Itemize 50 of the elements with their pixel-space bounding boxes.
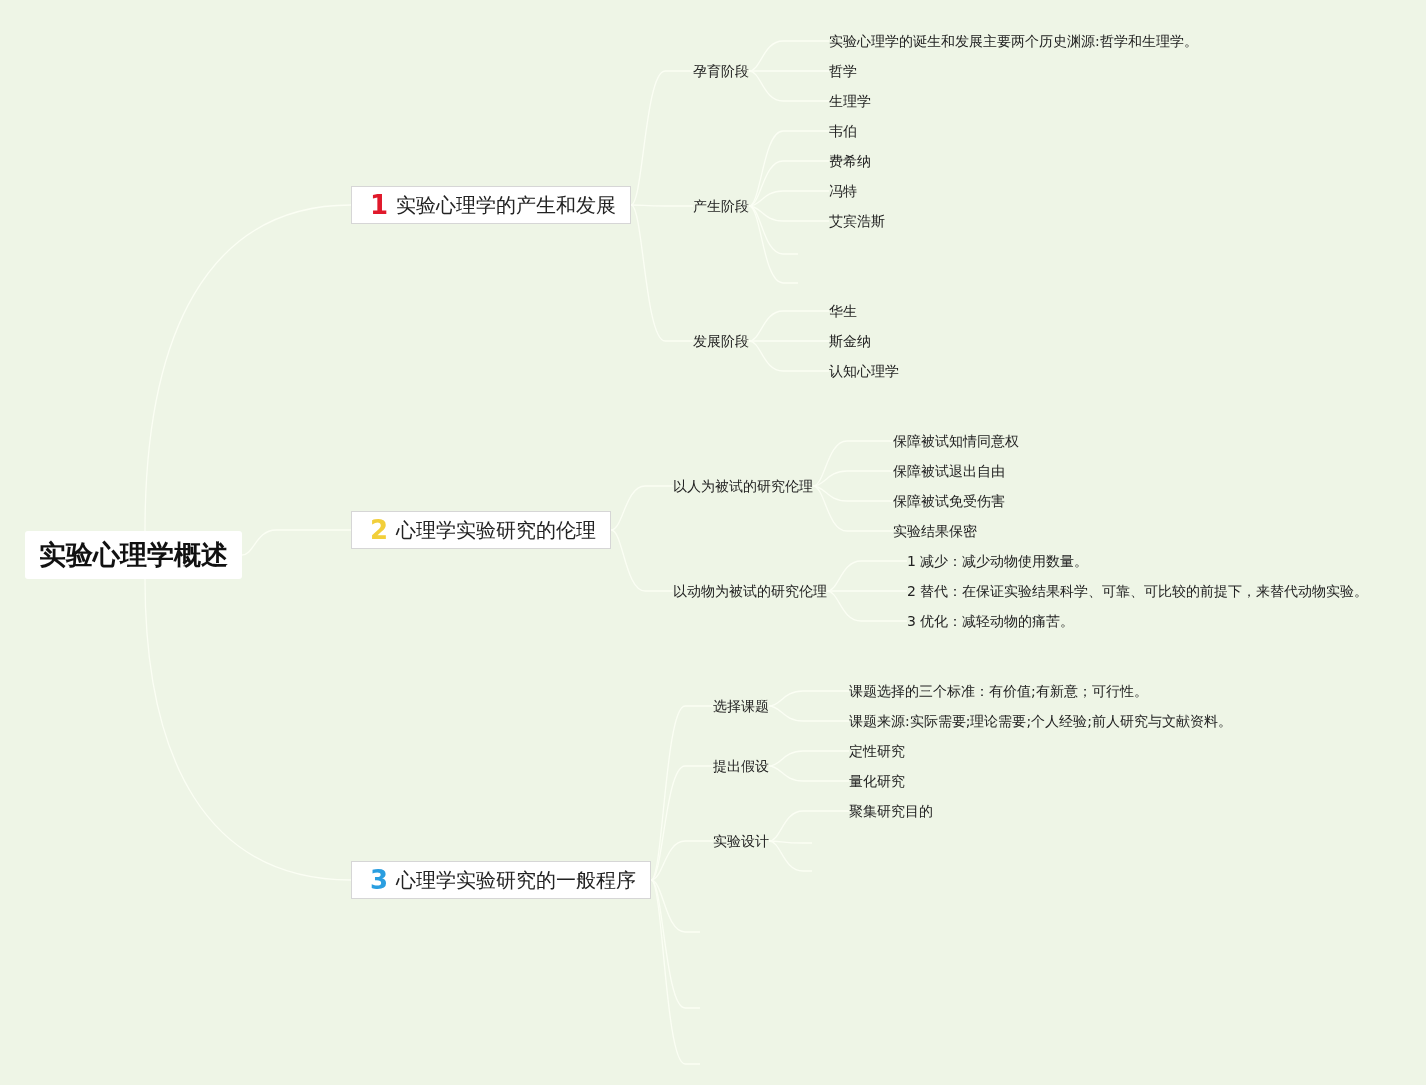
topic-label: 课题选择的三个标准：有价值;有新意；可行性。 bbox=[849, 681, 1148, 701]
topic-label: 选择课题 bbox=[713, 696, 769, 716]
topic-box bbox=[351, 861, 652, 899]
topic-label: 保障被试知情同意权 bbox=[893, 431, 1019, 451]
topic-label: 1 减少：减少动物使用数量。 bbox=[907, 551, 1089, 571]
topic-label: 韦伯 bbox=[829, 121, 857, 141]
topic-box bbox=[351, 186, 632, 224]
branch-line bbox=[144, 204, 352, 532]
topic-label: 生理学 bbox=[829, 91, 871, 111]
branch-line bbox=[630, 204, 694, 342]
topic-label: 斯金纳 bbox=[829, 331, 871, 351]
branch-line bbox=[241, 529, 352, 556]
topic-title: 心理学实验研究的伦理 bbox=[396, 516, 597, 544]
branch-line bbox=[650, 879, 701, 933]
topic-label: 保障被试免受伤害 bbox=[893, 491, 1005, 511]
topic-label: 量化研究 bbox=[849, 771, 905, 791]
topic-box bbox=[351, 511, 612, 549]
topic-label: 费希纳 bbox=[829, 151, 871, 171]
topic-label: 2 替代：在保证实验结果科学、可靠、可比较的前提下，来替代动物实验。 bbox=[907, 581, 1369, 601]
topic-label: 以动物为被试的研究伦理 bbox=[673, 581, 827, 601]
topic-label: 聚集研究目的 bbox=[849, 801, 933, 821]
topic-label: 华生 bbox=[829, 301, 857, 321]
topic-label: 3 优化：减轻动物的痛苦。 bbox=[907, 611, 1075, 631]
topic-label: 哲学 bbox=[829, 61, 857, 81]
branch-line bbox=[650, 705, 714, 881]
topic-label: 认知心理学 bbox=[829, 361, 899, 381]
central-topic-box: 实验心理学概述 bbox=[25, 531, 242, 579]
topic-number: 2 bbox=[370, 514, 389, 547]
topic-label: 保障被试退出自由 bbox=[893, 461, 1005, 481]
topic-label: 以人为被试的研究伦理 bbox=[673, 476, 813, 496]
topic-title: 心理学实验研究的一般程序 bbox=[396, 866, 637, 894]
branch-line bbox=[610, 529, 674, 592]
topic-title: 实验心理学的产生和发展 bbox=[396, 191, 617, 219]
topic-label: 产生阶段 bbox=[693, 196, 749, 216]
topic-label: 艾宾浩斯 bbox=[829, 211, 885, 231]
topic-number: 1 bbox=[370, 189, 389, 222]
topic-label: 定性研究 bbox=[849, 741, 905, 761]
branch-line bbox=[630, 70, 694, 206]
topic-number: 3 bbox=[370, 864, 389, 897]
topic-label: 发展阶段 bbox=[693, 331, 749, 351]
branch-line bbox=[650, 840, 714, 881]
branch-line bbox=[144, 578, 352, 881]
topic-label: 提出假设 bbox=[713, 756, 769, 776]
topic-label: 实验结果保密 bbox=[893, 521, 977, 541]
topic-label: 冯特 bbox=[829, 181, 857, 201]
topic-label: 课题来源:实际需要;理论需要;个人经验;前人研究与文献资料。 bbox=[849, 711, 1232, 731]
branch-line bbox=[610, 485, 674, 531]
topic-label: 实验心理学的诞生和发展主要两个历史渊源:哲学和生理学。 bbox=[829, 31, 1198, 51]
topic-label: 实验设计 bbox=[713, 831, 769, 851]
topic-label: 孕育阶段 bbox=[693, 61, 749, 81]
